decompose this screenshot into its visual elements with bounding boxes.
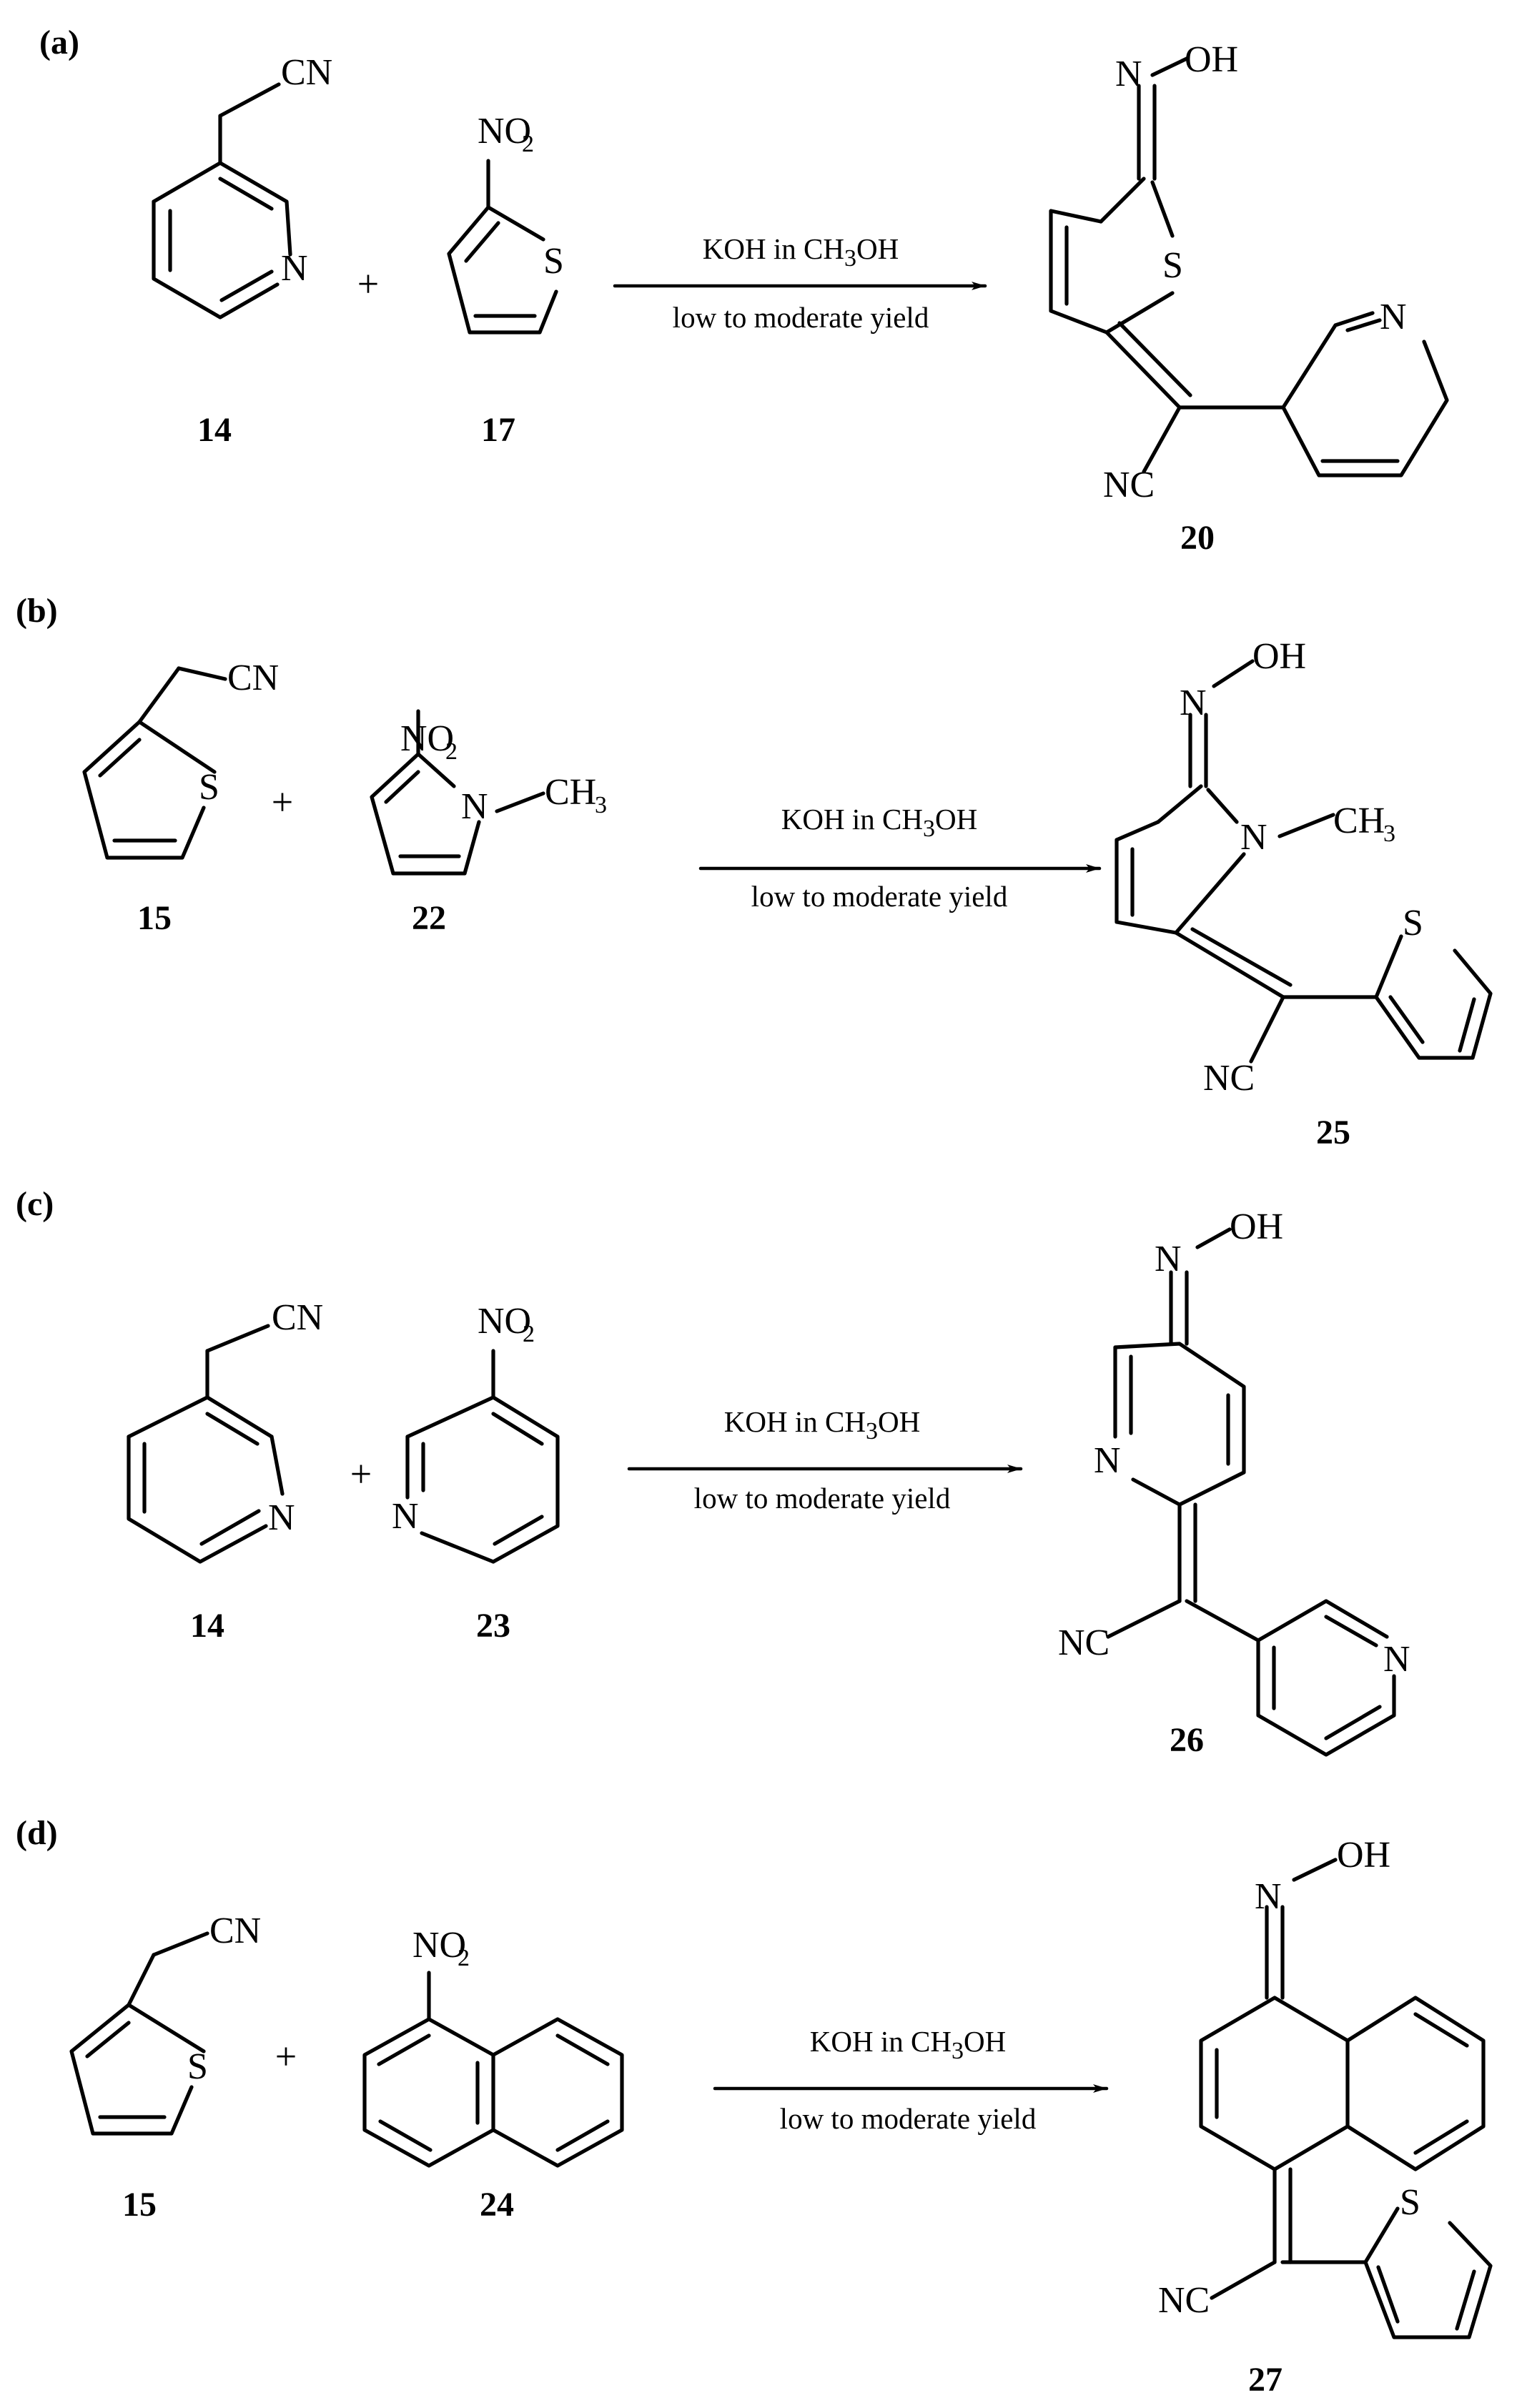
panel-label: (d): [16, 1814, 58, 1852]
plus-sign: +: [275, 2035, 297, 2078]
atom-label: N: [1155, 1239, 1182, 1279]
atom-label: CH: [545, 772, 596, 813]
atom-label: N: [1383, 1639, 1410, 1680]
plus-sign: +: [357, 262, 379, 305]
atom-label: NC: [1158, 2280, 1210, 2321]
atom-label: OH: [1185, 39, 1238, 80]
yield-note: low to moderate yield: [673, 301, 929, 334]
atom-label: 3: [595, 792, 607, 818]
atom-label: N: [1255, 1876, 1282, 1917]
compound-27-structure: N OH NC S: [1158, 1835, 1493, 2339]
atom-label: S: [199, 767, 219, 808]
atom-label: NO: [478, 1301, 531, 1342]
compound-25-structure: N OH N CH 3 S NC: [1115, 636, 1493, 1099]
atom-label: 2: [458, 1945, 470, 1971]
compound-number: 14: [197, 411, 232, 449]
reaction-conditions: KOH in CH3OH: [781, 803, 977, 842]
atom-label: CN: [272, 1297, 323, 1338]
atom-label: OH: [1252, 636, 1306, 677]
compound-14-structure: CN N: [152, 52, 332, 319]
atom-label: NO: [478, 111, 531, 152]
compound-number: 26: [1170, 1721, 1204, 1759]
panel-label: (b): [16, 592, 58, 630]
panel-d: (d) CN S 15 + NO 2 24: [16, 1814, 1493, 2399]
atom-label: S: [187, 2046, 208, 2087]
atom-label: N: [1240, 817, 1267, 858]
atom-label: N: [461, 786, 488, 827]
atom-label: S: [1162, 245, 1183, 286]
yield-note: low to moderate yield: [694, 1482, 951, 1515]
atom-label: CH: [1333, 801, 1385, 841]
compound-number: 27: [1248, 2361, 1283, 2399]
compound-number: 15: [122, 2186, 157, 2224]
atom-label: CN: [209, 1911, 261, 1951]
atom-label: CN: [281, 52, 332, 93]
atom-label: CN: [227, 658, 279, 698]
compound-23-structure: NO 2 N: [392, 1301, 560, 1564]
atom-label: OH: [1337, 1835, 1390, 1876]
panel-a: (a) CN N 14 + NO 2 S 17 KO: [39, 24, 1449, 557]
atom-label: 2: [522, 131, 534, 157]
compound-number: 23: [476, 1607, 510, 1645]
compound-number: 20: [1180, 519, 1215, 557]
atom-label: S: [1403, 903, 1423, 943]
compound-22-structure: NO 2 N CH 3: [370, 709, 607, 876]
panel-c: (c) CN N 14 + NO 2 N: [16, 1185, 1410, 1759]
panel-label: (a): [39, 24, 79, 61]
compound-26-structure: N OH N NC N: [1058, 1207, 1410, 1757]
atom-label: NC: [1203, 1058, 1255, 1099]
atom-label: 2: [523, 1321, 535, 1347]
plus-sign: +: [272, 781, 293, 823]
panel-b: (b) CN S 15 + NO 2 N CH 3 22: [16, 592, 1493, 1151]
compound-20-structure: N OH S N NC: [1049, 39, 1449, 505]
reaction-conditions: KOH in CH3OH: [810, 2025, 1006, 2064]
atom-label: OH: [1230, 1207, 1283, 1247]
compound-number: 25: [1316, 1114, 1350, 1151]
compound-number: 24: [480, 2186, 514, 2224]
compound-24-structure: NO 2: [362, 1925, 624, 2168]
atom-label: NO: [412, 1925, 466, 1966]
compound-number: 17: [481, 411, 515, 449]
atom-label: S: [543, 241, 564, 282]
compound-number: 22: [412, 899, 446, 937]
compound-15-structure: CN S: [69, 1911, 261, 2136]
compound-15-structure: CN S: [82, 658, 279, 860]
atom-label: N: [1094, 1440, 1121, 1481]
atom-label: NC: [1103, 465, 1155, 505]
yield-note: low to moderate yield: [751, 880, 1008, 913]
atom-label: 2: [445, 738, 458, 765]
atom-label: N: [1180, 683, 1207, 723]
atom-label: S: [1400, 2182, 1420, 2223]
atom-label: N: [281, 248, 308, 289]
atom-label: 3: [1383, 821, 1395, 847]
atom-label: NC: [1058, 1622, 1110, 1663]
atom-label: N: [392, 1496, 419, 1537]
compound-number: 15: [137, 899, 172, 937]
yield-note: low to moderate yield: [780, 2102, 1037, 2135]
atom-label: N: [1380, 297, 1407, 337]
atom-label: N: [268, 1497, 295, 1538]
atom-label: N: [1115, 54, 1142, 94]
reaction-conditions: KOH in CH3OH: [724, 1405, 920, 1445]
compound-17-structure: NO 2 S: [447, 111, 564, 335]
panel-label: (c): [16, 1185, 54, 1223]
atom-label: NO: [400, 718, 454, 759]
compound-14-structure: CN N: [127, 1297, 323, 1564]
plus-sign: +: [350, 1452, 372, 1495]
reaction-conditions: KOH in CH3OH: [703, 232, 899, 272]
compound-number: 14: [190, 1607, 224, 1645]
